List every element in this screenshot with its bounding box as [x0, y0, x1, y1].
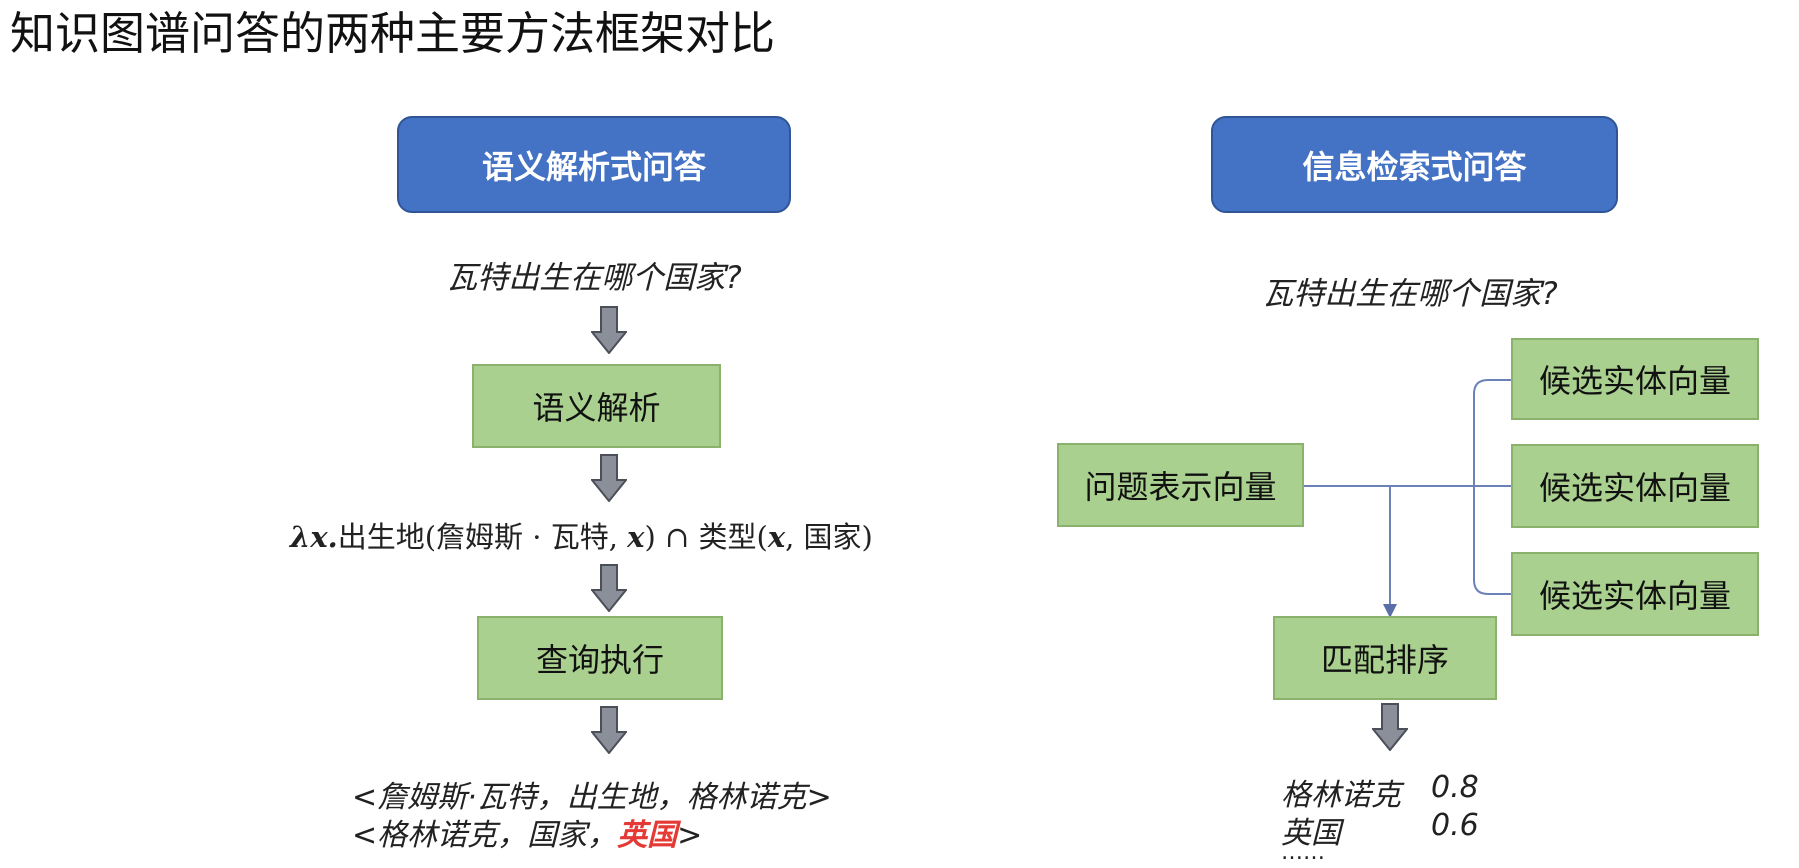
- triple-1: <詹姆斯·瓦特，出生地，格林诺克>: [352, 780, 832, 815]
- result-ellipsis: ……: [1281, 840, 1325, 865]
- formula-body: 出生地(詹姆斯 · 瓦特,: [337, 520, 628, 554]
- result-entity-1: 格林诺克: [1281, 778, 1401, 813]
- candidate-vector-box-3: 候选实体向量: [1511, 552, 1759, 636]
- formula-var-1: x: [627, 520, 645, 554]
- right-arrow-icon: [1372, 703, 1408, 751]
- triple-2-prefix: <格林诺克，国家，: [352, 818, 618, 853]
- result-entity-2: 英国: [1281, 816, 1341, 851]
- left-arrow-1-icon: [591, 306, 627, 354]
- result-row-2: 英国 0.6: [1281, 808, 1479, 852]
- semantic-parsing-qa-header: 语义解析式问答: [397, 116, 791, 213]
- match-ranking-box: 匹配排序: [1273, 616, 1497, 700]
- left-arrow-2-icon: [591, 454, 627, 502]
- right-question: 瓦特出生在哪个国家?: [1262, 276, 1558, 312]
- formula-end: , 国家): [785, 520, 873, 554]
- left-arrow-3-icon: [591, 564, 627, 612]
- information-retrieval-qa-header: 信息检索式问答: [1211, 116, 1618, 213]
- candidate-vector-box-1: 候选实体向量: [1511, 338, 1759, 420]
- result-score-1: 0.8: [1431, 770, 1479, 805]
- semantic-parsing-box: 语义解析: [472, 364, 721, 448]
- query-execution-box: 查询执行: [477, 616, 723, 700]
- candidate-vector-box-2: 候选实体向量: [1511, 444, 1759, 528]
- lambda-symbol: λx.: [290, 520, 338, 554]
- formula-mid: ) ∩ 类型(: [644, 520, 768, 554]
- triple-2-suffix: >: [677, 818, 703, 853]
- triple-2: <格林诺克，国家，英国>: [352, 810, 702, 854]
- result-row-1: 格林诺克 0.8: [1281, 770, 1479, 814]
- result-score-2: 0.6: [1431, 808, 1479, 843]
- logical-form-formula: λx.出生地(詹姆斯 · 瓦特, x) ∩ 类型(x, 国家): [290, 514, 873, 556]
- left-question: 瓦特出生在哪个国家?: [446, 260, 742, 296]
- formula-var-2: x: [767, 520, 786, 554]
- question-vector-box: 问题表示向量: [1057, 443, 1304, 527]
- left-arrow-4-icon: [591, 706, 627, 754]
- answer-highlight: 英国: [617, 818, 678, 853]
- page-title: 知识图谱问答的两种主要方法框架对比: [10, 7, 776, 60]
